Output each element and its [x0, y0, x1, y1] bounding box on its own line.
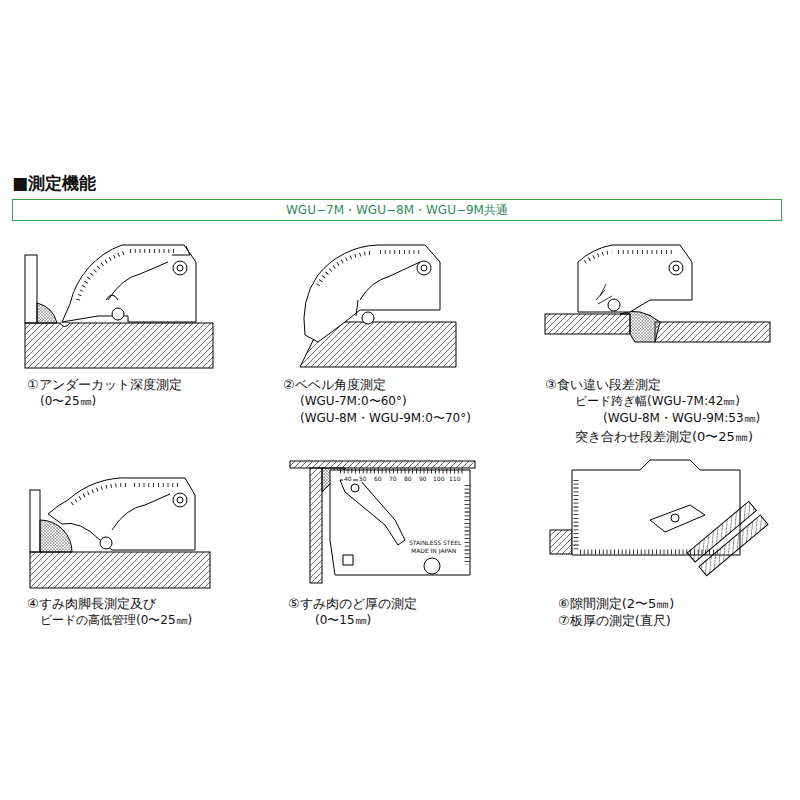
model-band: WGU−7M・WGU−8M・WGU−9M共通: [12, 199, 782, 221]
caption-range: ビードの高低管理(0〜25㎜): [40, 613, 192, 627]
caption-range: (WGU-8M・WGU-9M:0〜70°): [300, 411, 471, 425]
gauge-print: STAINLESS STEEL: [408, 540, 462, 546]
scale-number: 50: [358, 476, 368, 482]
scale-number: 70: [388, 476, 398, 482]
misalignment-figure: [545, 245, 770, 342]
band-text: WGU−7M・WGU−8M・WGU−9M共通: [286, 202, 508, 219]
caption: ⑥隙間測定(2〜5㎜): [558, 596, 674, 612]
caption-range: ビード跨ぎ幅(WGU-7M:42㎜): [575, 394, 740, 408]
scale-number: 90: [418, 476, 428, 482]
scale-number: 80: [403, 476, 413, 482]
caption-range: (0〜25㎜): [40, 394, 96, 408]
scale-number: 110: [448, 476, 461, 482]
fillet-leg-figure: [30, 478, 210, 588]
scale-number: 40: [343, 476, 353, 482]
caption: ②ベベル角度測定: [283, 377, 386, 393]
scale-number: 100: [432, 476, 445, 482]
heading: ■測定機能: [12, 172, 96, 195]
scale-number: 60: [373, 476, 383, 482]
caption: ④すみ肉脚長測定及び: [27, 596, 156, 612]
caption: ①アンダーカット深度測定: [27, 377, 182, 393]
bevel-figure: [300, 245, 456, 367]
caption: ⑤すみ肉のど厚の測定: [288, 596, 417, 612]
caption: 突き合わせ段差測定(0〜25㎜): [575, 429, 753, 445]
caption-range: (WGU-8M・WGU-9M:53㎜): [603, 411, 760, 425]
undercut-figure: [25, 245, 213, 368]
caption: ③食い違い段差測定: [545, 377, 661, 393]
caption-range: (0〜15㎜): [315, 613, 371, 627]
caption: ⑦板厚の測定(直尺): [558, 613, 671, 629]
throat-figure: [290, 461, 475, 583]
gauge-print: MADE IN JAPAN: [410, 548, 457, 554]
gap-thickness-figure: [550, 460, 768, 576]
caption-range: (WGU-7M:0〜60°): [300, 394, 407, 408]
